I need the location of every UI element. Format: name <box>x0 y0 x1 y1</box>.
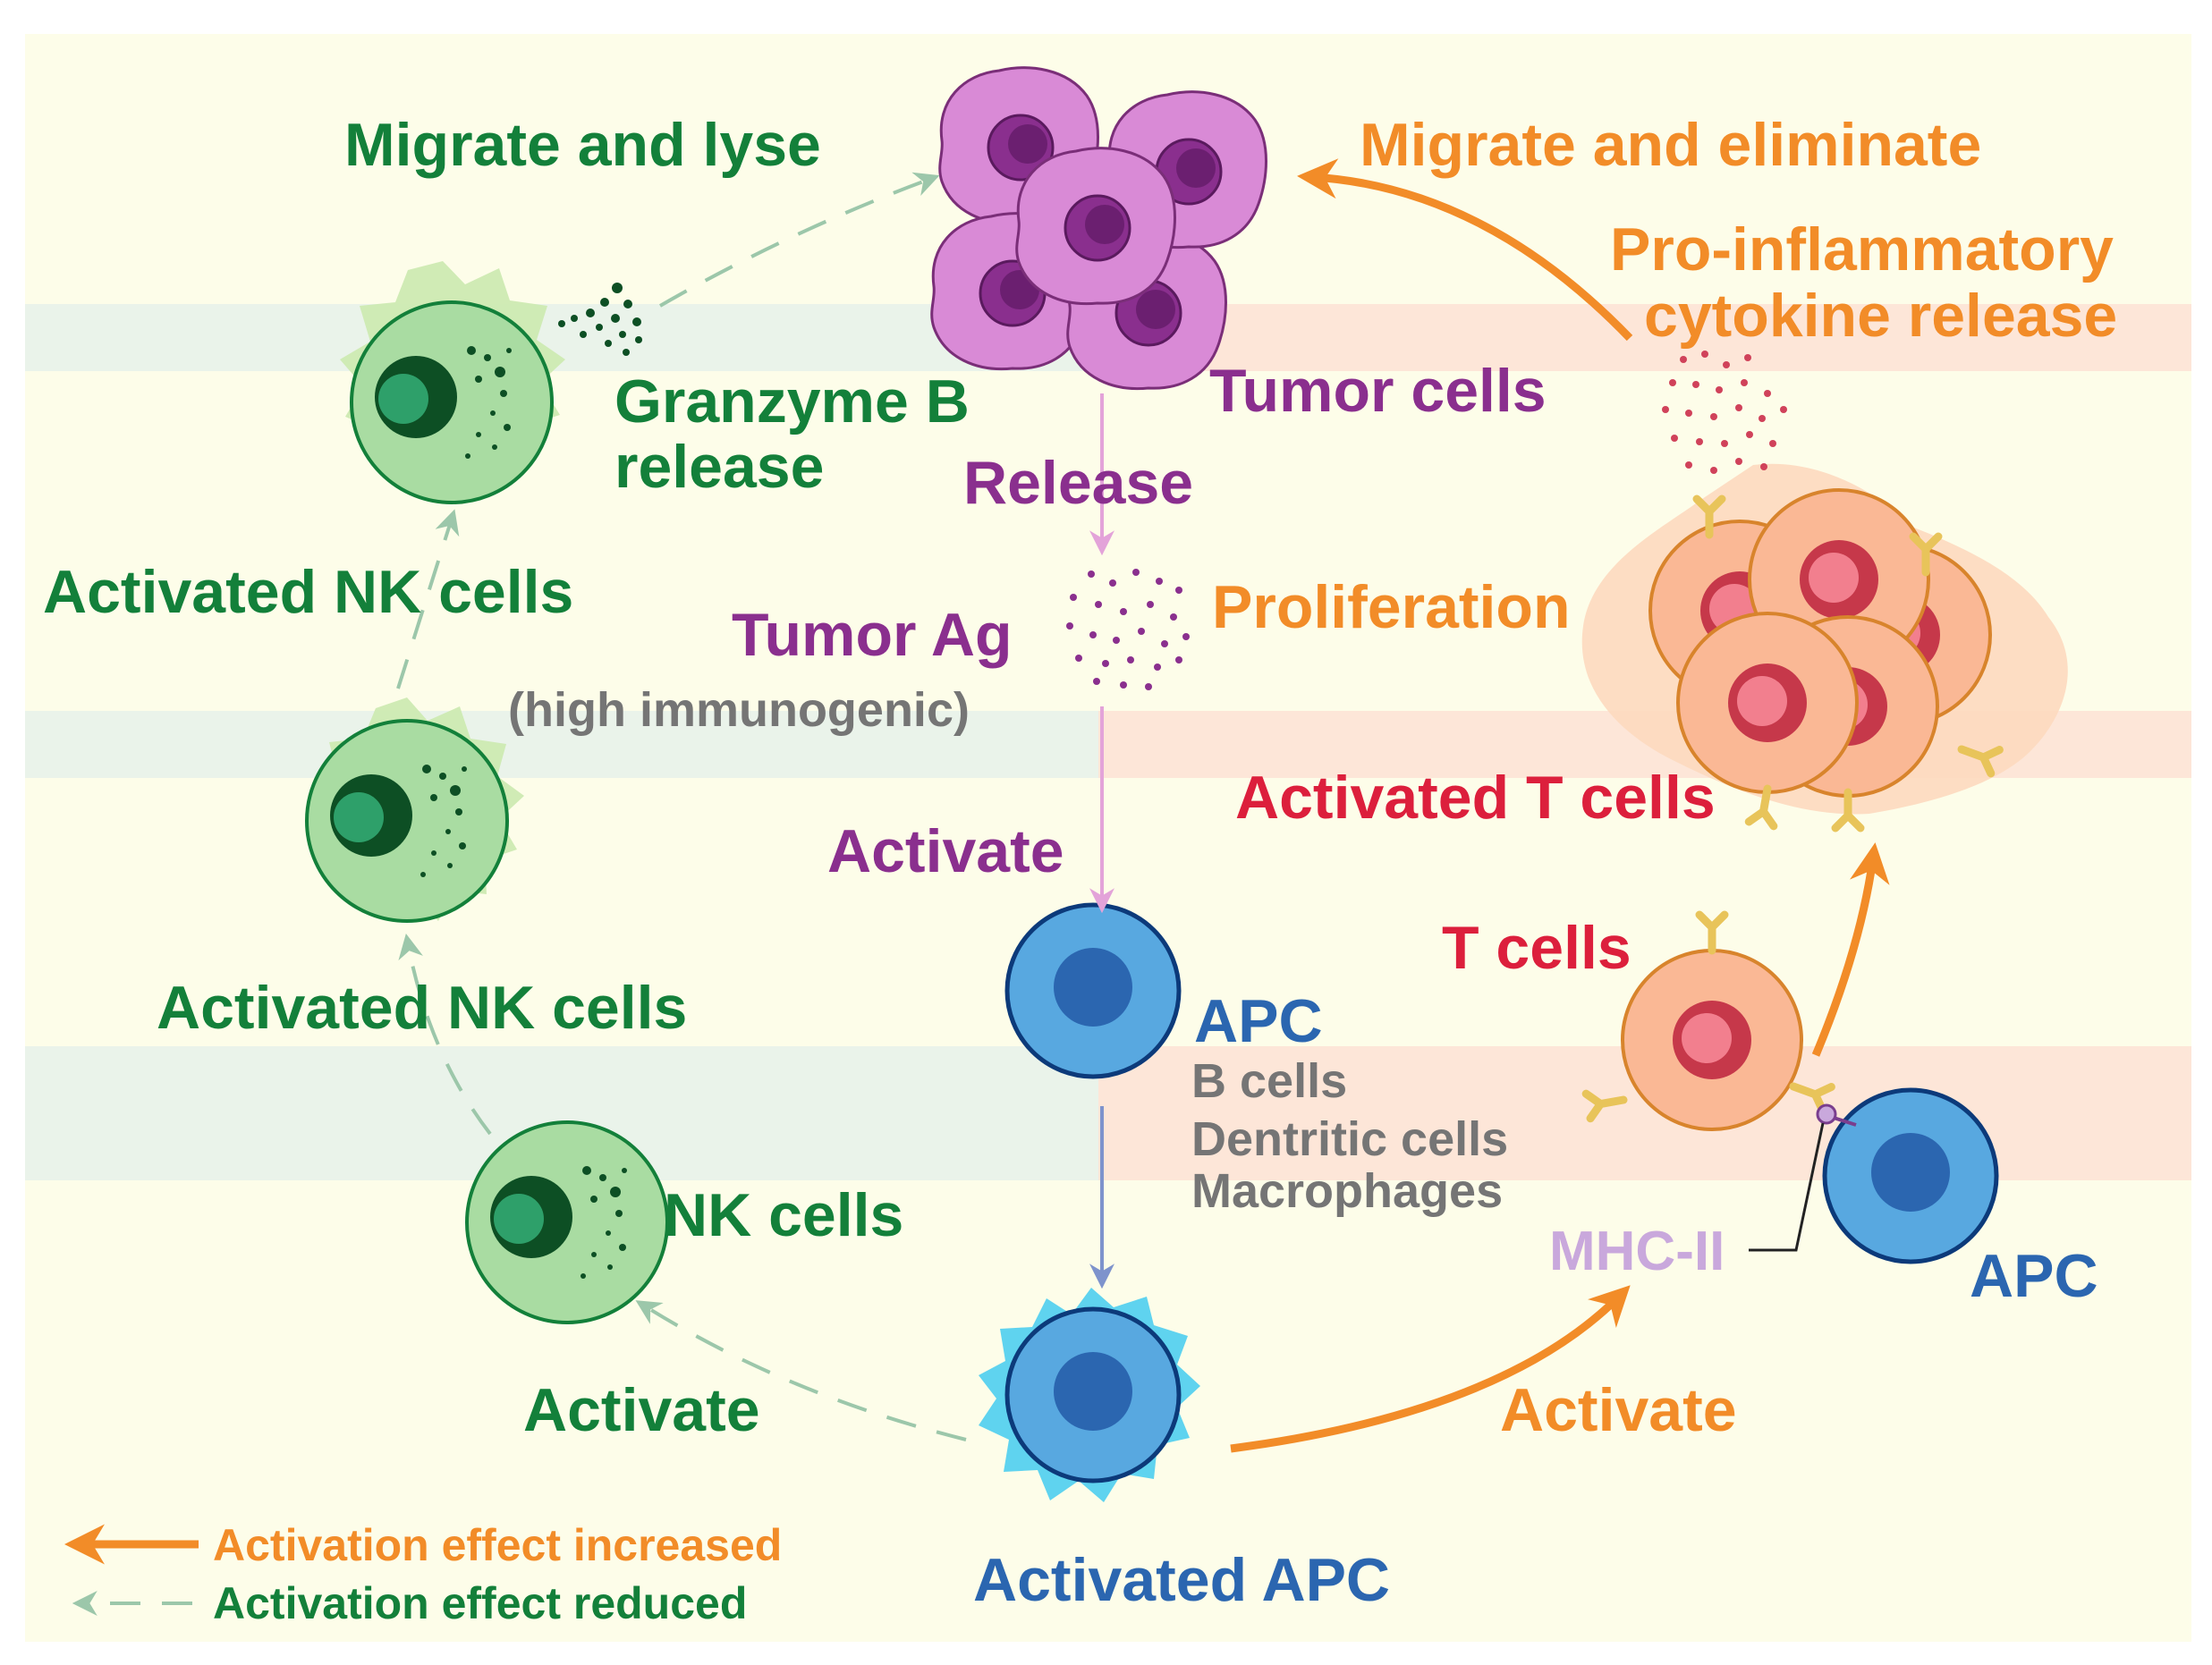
label-activated-t-cells: Activated T cells <box>1235 764 1716 832</box>
apc-right-icon <box>1825 1090 1996 1262</box>
cytokine-particles-icon <box>1662 351 1787 474</box>
label-granzyme-release: release <box>614 433 824 501</box>
label-apc: APC <box>1194 987 1323 1055</box>
legend-increased-label: Activation effect increased <box>213 1520 782 1570</box>
label-activated-nk-middle: Activated NK cells <box>157 974 687 1042</box>
label-migrate-eliminate: Migrate and eliminate <box>1360 111 1981 179</box>
band-green-2 <box>25 711 1098 778</box>
label-mhc-ii: MHC-II <box>1549 1221 1725 1282</box>
arrow-tcell-activation <box>1811 842 1890 1057</box>
label-proliferation: Proliferation <box>1212 573 1571 641</box>
nk-cell-icon <box>465 1120 669 1324</box>
label-activate-orange: Activate <box>1500 1376 1737 1444</box>
activated-apc-icon <box>979 1288 1200 1502</box>
label-activate-purple: Activate <box>827 817 1064 885</box>
label-nk-cells: NK cells <box>664 1181 903 1249</box>
label-activate-green: Activate <box>523 1376 760 1444</box>
label-release: Release <box>963 449 1193 517</box>
activated-nk-cell-top-icon <box>340 261 565 504</box>
activated-t-cell-cluster-icon <box>1581 463 2068 828</box>
band-orange-1 <box>1098 304 2191 371</box>
reduced-arrows <box>396 172 967 1441</box>
activated-nk-cell-middle-icon <box>305 697 524 923</box>
label-cytokine-release: cytokine release <box>1644 282 2117 350</box>
label-dendritic-cells: Dentritic cells <box>1191 1112 1508 1166</box>
legend-reduced-label: Activation effect reduced <box>213 1578 747 1628</box>
label-activated-apc: Activated APC <box>973 1546 1390 1614</box>
arrow-apc-activate-tcell <box>1230 1285 1631 1453</box>
label-migrate-lyse: Migrate and lyse <box>344 111 821 179</box>
label-tumor-ag: Tumor Ag <box>732 601 1013 669</box>
label-b-cells: B cells <box>1191 1054 1347 1108</box>
granzyme-particles-icon <box>558 283 642 356</box>
increased-arrows <box>1230 158 1890 1453</box>
labels: Migrate and lyse Migrate and eliminate P… <box>43 111 2117 1614</box>
mhc-ii-connector <box>1749 1103 1857 1252</box>
arrow-nk-to-activated <box>398 934 492 1136</box>
apc-cell-icon <box>1007 905 1179 1077</box>
arrow-tcell-eliminate <box>1297 158 1633 342</box>
label-granzyme-b: Granzyme B <box>614 368 970 435</box>
arrow-apc-to-nk <box>635 1300 967 1441</box>
label-macrophages: Macrophages <box>1191 1164 1503 1218</box>
legend: Activation effect increased Activation e… <box>64 1520 782 1628</box>
arrow-nk-mid-to-top <box>396 509 460 689</box>
tumor-antigen-particles-icon <box>1066 569 1190 690</box>
label-pro-inflammatory: Pro-inflammatory <box>1610 216 2114 283</box>
label-apc-right: APC <box>1970 1242 2098 1310</box>
label-high-immunogenic: (high immunogenic) <box>508 683 970 737</box>
label-activated-nk-top: Activated NK cells <box>43 558 573 626</box>
label-tumor-cells: Tumor cells <box>1209 357 1547 425</box>
label-t-cells: T cells <box>1442 914 1631 982</box>
